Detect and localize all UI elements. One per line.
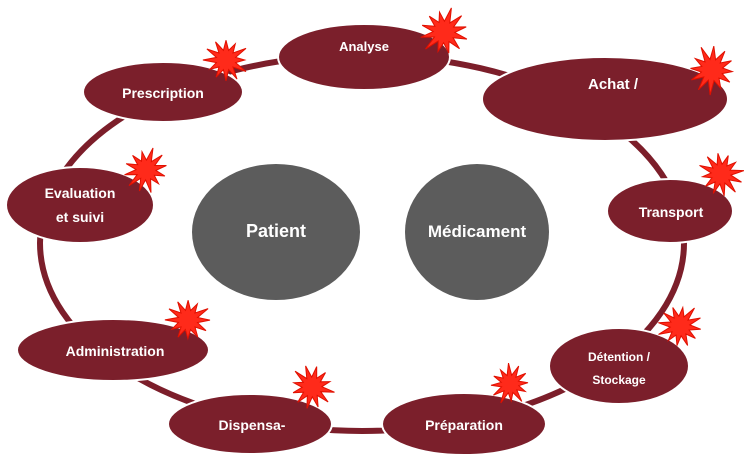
node-label-line1: Evaluation	[45, 185, 116, 201]
node-shape	[606, 178, 734, 244]
node-detention: Détention / Stockage	[548, 327, 690, 405]
red-starburst-icon	[124, 147, 167, 193]
red-starburst-icon	[690, 45, 735, 96]
node-label-line2: Stockage	[592, 373, 646, 387]
node-label: Achat /	[588, 76, 639, 93]
red-starburst-icon	[490, 362, 529, 404]
node-achat: Achat /	[481, 56, 729, 142]
node-shape	[548, 327, 690, 405]
node-shape	[5, 166, 155, 244]
node-label-line1: Détention /	[588, 350, 651, 364]
starburst-shape	[292, 365, 335, 409]
node-shape	[82, 61, 244, 123]
node-label: Préparation	[425, 417, 503, 433]
node-label-line2: et suivi	[56, 209, 104, 225]
node-administration: Administration	[16, 318, 210, 382]
red-starburst-icon	[420, 7, 468, 54]
center-medicament: Médicament	[405, 164, 549, 300]
red-starburst-icon	[164, 300, 211, 341]
starburst-shape	[690, 45, 735, 96]
node-analyse: Analyse	[277, 23, 451, 91]
starburst-shape	[164, 300, 211, 341]
node-evaluation: Evaluation et suivi	[5, 166, 155, 244]
medicament-circle	[405, 164, 549, 300]
starburst-shape	[699, 153, 745, 196]
node-label: Analyse	[339, 39, 389, 54]
node-shape	[381, 392, 547, 454]
node-prescription: Prescription	[82, 61, 244, 123]
red-starburst-icon	[699, 153, 745, 196]
red-starburst-icon	[658, 305, 701, 346]
node-label: Transport	[639, 204, 704, 220]
node-transport: Transport	[606, 178, 734, 244]
node-dispensation: Dispensa-	[167, 393, 333, 454]
patient-label: Patient	[246, 221, 306, 241]
medicament-label: Médicament	[428, 222, 527, 241]
node-shape	[167, 393, 333, 454]
node-label: Administration	[66, 343, 165, 359]
node-label: Dispensa-	[219, 417, 286, 433]
starburst-shape	[202, 40, 247, 82]
starburst-shape	[490, 362, 529, 404]
starburst-shape	[420, 7, 468, 54]
node-shape	[277, 23, 451, 91]
starburst-shape	[124, 147, 167, 193]
red-starburst-icon	[292, 365, 335, 409]
patient-circle	[192, 164, 360, 300]
risk-bursts	[124, 7, 745, 409]
node-preparation: Préparation	[381, 392, 547, 454]
node-shape	[481, 56, 729, 142]
node-shape	[16, 318, 210, 382]
starburst-shape	[658, 305, 701, 346]
red-starburst-icon	[202, 40, 247, 82]
node-label: Prescription	[122, 85, 204, 101]
center-patient: Patient	[192, 164, 360, 300]
